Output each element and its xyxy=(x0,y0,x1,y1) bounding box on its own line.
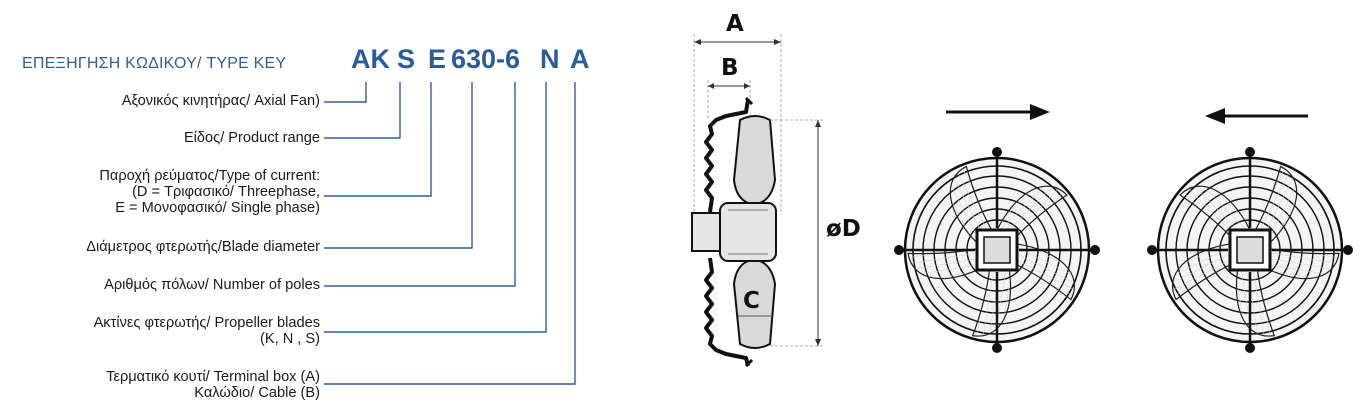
dimension-d-label: øD xyxy=(826,216,861,242)
label-terminal-line1: Τερματικό κουτί/ Terminal box (A) xyxy=(106,369,320,385)
airflow-arrow-left-icon xyxy=(1205,108,1308,124)
leader-product-range xyxy=(324,82,401,139)
label-terminal-box: Τερματικό κουτί/ Terminal box (A) Καλώδι… xyxy=(106,369,320,401)
dimension-c-label: C xyxy=(743,288,760,314)
code-part-n: N xyxy=(540,44,560,74)
label-current-type: Παροχή ρεύματος/Type of current: (D = Τρ… xyxy=(99,168,320,216)
leader-blade-diameter xyxy=(324,82,473,249)
leader-current-type xyxy=(324,82,432,197)
dimension-b-label: B xyxy=(721,55,739,81)
leader-terminal-box xyxy=(324,82,576,385)
leader-poles xyxy=(324,82,516,287)
code-part-a: A xyxy=(570,44,590,74)
code-part-e: E xyxy=(428,44,447,74)
fan-front-view-1 xyxy=(894,147,1100,353)
fan-side-view: A B C øD xyxy=(691,11,861,368)
airflow-arrow-right-icon xyxy=(946,104,1050,120)
type-key-leader-lines xyxy=(324,82,576,385)
dimension-a-label: A xyxy=(726,11,744,37)
code-part-size: 630-6 xyxy=(451,44,521,74)
label-blades-line1: Ακτίνες φτερωτής/ Propeller blades xyxy=(93,315,320,331)
label-current-line1: Παροχή ρεύματος/Type of current: xyxy=(99,168,320,184)
label-propeller-blades: Ακτίνες φτερωτής/ Propeller blades (K, N… xyxy=(94,315,320,347)
code-part-ak: AK xyxy=(351,44,390,74)
leader-propeller-blades xyxy=(324,82,547,333)
label-product-range: Είδος/ Product range xyxy=(183,130,320,146)
label-terminal-line2: Καλώδιο/ Cable (B) xyxy=(194,385,320,401)
type-key-title: ΕΠΕΞΗΓΗΣΗ ΚΩΔΙΚΟΥ/ TYPE KEY xyxy=(22,55,287,72)
label-poles: Αριθμός πόλων/ Number of poles xyxy=(104,277,320,293)
label-current-line2: (D = Τριφασικό/ Threephase, xyxy=(132,184,320,200)
label-blades-line2: (K, N , S) xyxy=(260,331,320,347)
label-blade-diameter: Διάμετρος φτερωτής/Blade diameter xyxy=(86,239,320,255)
label-axial-fan: Αξονικός κινητήρας/ Axial Fan) xyxy=(121,93,320,109)
code-part-s: S xyxy=(397,44,416,74)
leader-axial-fan xyxy=(324,82,367,103)
fan-front-view-2 xyxy=(1147,147,1353,353)
label-current-line3: E = Μονοφασικό/ Single phase) xyxy=(115,200,320,216)
